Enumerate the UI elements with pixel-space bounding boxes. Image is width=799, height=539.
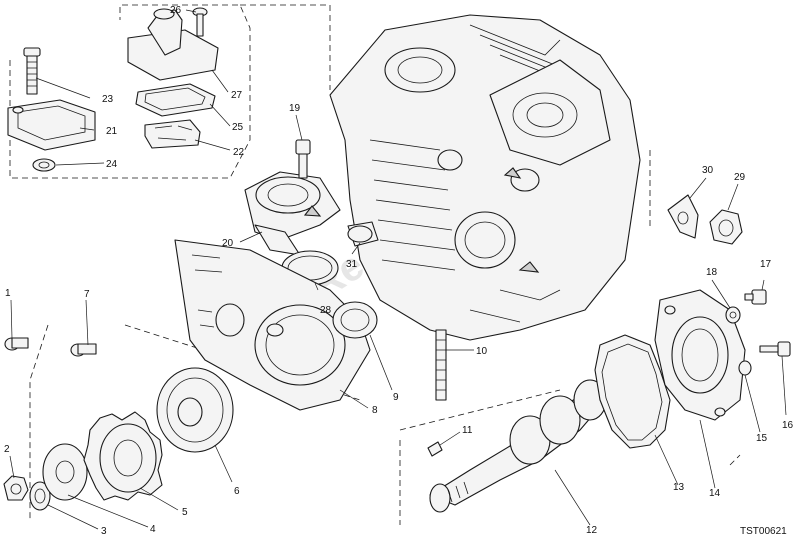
callout-25: 25: [232, 122, 244, 133]
callout-30: 30: [702, 165, 714, 176]
callout-19: 19: [289, 103, 301, 114]
breather-cover-group: [7, 7, 219, 172]
intake-flange-group: [244, 139, 379, 286]
callout-20: 20: [222, 238, 234, 249]
callout-13: 13: [673, 482, 685, 493]
callout-23: 23: [102, 94, 114, 105]
callout-28: 28: [320, 305, 332, 316]
callout-3: 3: [101, 526, 107, 537]
callout-8: 8: [372, 405, 378, 416]
camshaft-group: [427, 379, 611, 513]
callout-14: 14: [709, 488, 721, 499]
callout-9: 9: [393, 392, 399, 403]
callout-27: 27: [231, 90, 243, 101]
leader-lines: [9, 9, 787, 530]
callout-2: 2: [4, 444, 10, 455]
stud-10: [435, 329, 447, 401]
gear-group: [3, 337, 234, 511]
callout-10: 10: [476, 346, 488, 357]
callout-17: 17: [760, 259, 772, 270]
callout-21: 21: [106, 126, 118, 137]
callout-29: 29: [734, 172, 746, 183]
callout-15: 15: [756, 433, 768, 444]
callout-labels: 1 2 3 4 5 6 7 8 9 10 11 12 13 14 15 16 1…: [4, 5, 794, 537]
callout-31: 31: [346, 259, 358, 270]
cam-cover-group: [594, 289, 746, 449]
callout-26: 26: [170, 5, 182, 16]
cylinder-head: [329, 14, 641, 341]
timing-plate-group: [174, 239, 378, 411]
callout-11: 11: [462, 425, 473, 436]
callout-4: 4: [150, 524, 156, 535]
drawing-code: TST00621: [740, 526, 787, 537]
callout-18: 18: [706, 267, 718, 278]
callout-1: 1: [5, 288, 11, 299]
callout-5: 5: [182, 507, 188, 518]
callout-7: 7: [84, 289, 90, 300]
callout-24: 24: [106, 159, 118, 170]
callout-16: 16: [782, 420, 794, 431]
callout-12: 12: [586, 525, 598, 536]
callout-22: 22: [233, 147, 245, 158]
small-parts-right: [667, 194, 791, 376]
callout-6: 6: [234, 486, 240, 497]
